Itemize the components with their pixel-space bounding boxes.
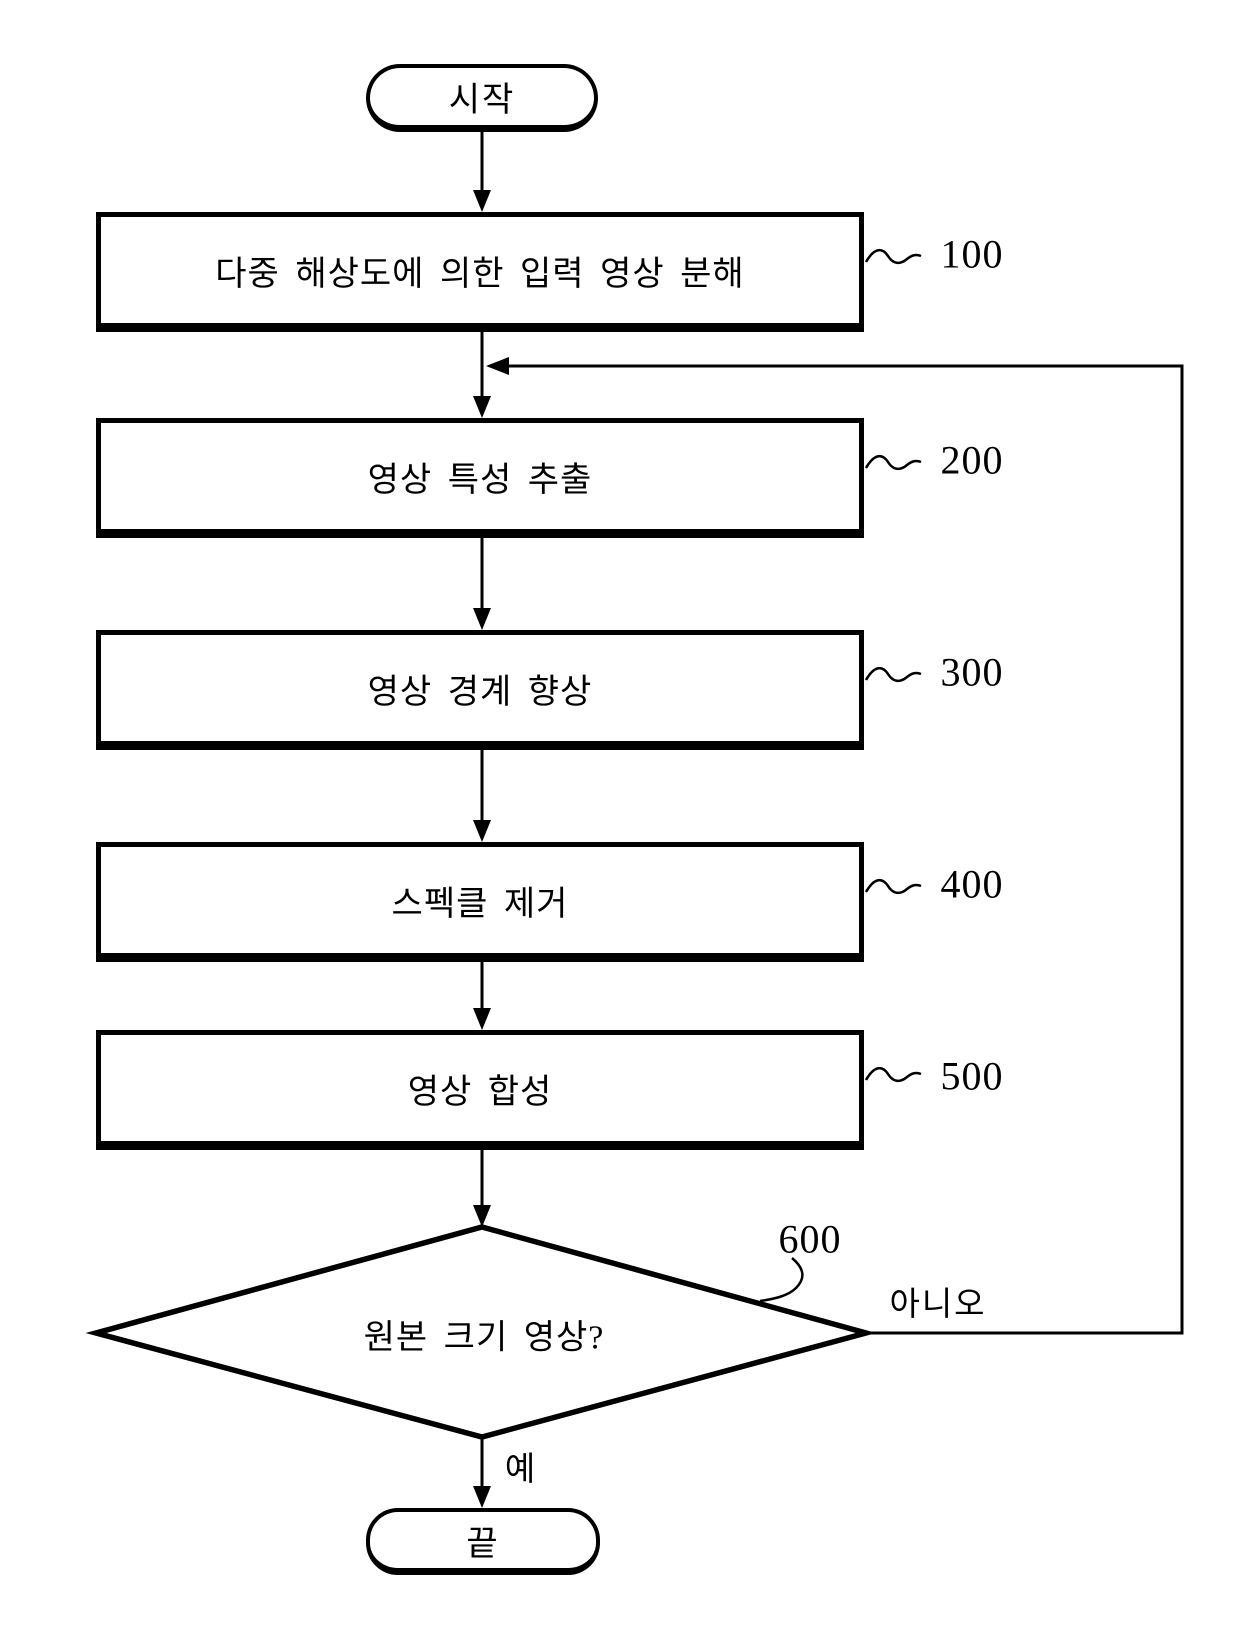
feedback-loop-line [508, 364, 1184, 1335]
branch-label-yes: 예 [504, 1452, 538, 1488]
arrowhead-into-step100 [473, 190, 491, 212]
ref-number-300: 300 [940, 649, 1004, 695]
ref-number-400: 400 [940, 861, 1004, 907]
start-label: 시작 [448, 82, 516, 119]
squiggle-ref-600 [759, 1257, 804, 1303]
ref-number-100: 100 [940, 231, 1004, 277]
squiggle-ref-400 [864, 879, 922, 895]
arrowhead-into-decision [473, 1205, 491, 1227]
squiggle-ref-500 [864, 1067, 922, 1083]
start-terminal: 시작 [366, 64, 598, 132]
end-terminal: 끝 [366, 1508, 600, 1575]
ref-number-600: 600 [778, 1216, 842, 1262]
arrowhead-into-step200 [473, 396, 491, 418]
process-box-200: 영상 특성 추출 [96, 418, 864, 538]
decision-label: 원본 크기 영상? [363, 1319, 605, 1357]
branch-label-no: 아니오 [889, 1287, 987, 1323]
arrowhead-into-step400 [473, 820, 491, 842]
process-label-400: 스펙클 제거 [391, 885, 569, 923]
end-label: 끝 [466, 1525, 500, 1563]
squiggle-ref-200 [864, 455, 922, 471]
process-box-300: 영상 경계 향상 [96, 630, 864, 750]
squiggle-ref-100 [864, 249, 922, 265]
arrowhead-feedback-merge [486, 357, 509, 375]
ref-number-500: 500 [940, 1053, 1004, 1099]
process-label-100: 다중 해상도에 의한 입력 영상 분해 [215, 255, 745, 293]
process-box-400: 스펙클 제거 [96, 842, 864, 962]
process-box-100: 다중 해상도에 의한 입력 영상 분해 [96, 212, 864, 332]
arrowhead-into-step300 [473, 608, 491, 630]
process-label-300: 영상 경계 향상 [367, 673, 593, 711]
process-box-500: 영상 합성 [96, 1030, 864, 1150]
decision-diamond-shape [85, 1224, 877, 1440]
ref-number-200: 200 [940, 437, 1004, 483]
process-label-500: 영상 합성 [407, 1073, 553, 1111]
arrowhead-into-step500 [473, 1008, 491, 1030]
arrowhead-into-end [473, 1486, 491, 1508]
process-label-200: 영상 특성 추출 [367, 461, 593, 499]
squiggle-ref-300 [864, 667, 922, 683]
